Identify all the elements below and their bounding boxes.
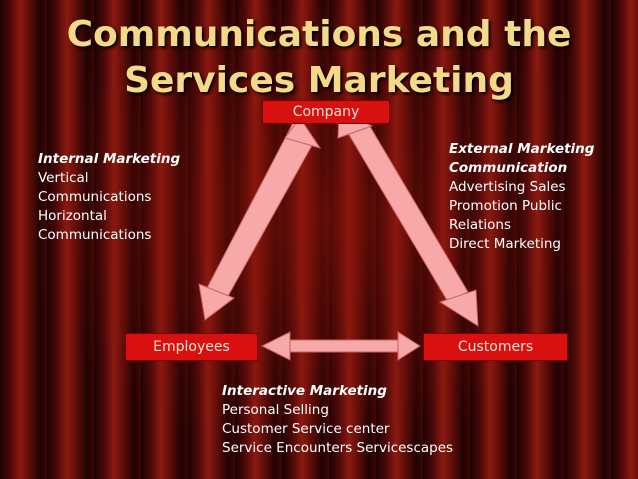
external-line: Relations: [449, 217, 511, 233]
internal-line: Horizontal: [38, 208, 107, 224]
arrow-employees-customers: [260, 331, 421, 361]
interactive-line: Customer Service center: [222, 421, 390, 437]
external-line: Direct Marketing: [449, 236, 561, 252]
internal-line: Communications: [38, 189, 152, 205]
external-line: Advertising Sales: [449, 179, 566, 195]
internal-marketing-heading: Internal Marketing: [38, 151, 181, 167]
node-company: Company: [262, 100, 390, 124]
slide-title-line-1: Communications and the: [66, 14, 572, 55]
interactive-line: Service Encounters Servicescapes: [222, 440, 454, 456]
interactive-marketing-label: Interactive Marketing Personal Selling C…: [222, 382, 453, 458]
node-customers: Customers: [423, 333, 568, 361]
interactive-marketing-heading: Interactive Marketing: [222, 383, 387, 399]
node-employees: Employees: [125, 333, 258, 361]
internal-line: Vertical: [38, 170, 89, 186]
external-marketing-heading-2: Communication: [449, 160, 568, 176]
slide-title-line-2: Services Marketing: [124, 60, 514, 101]
external-line: Promotion Public: [449, 198, 562, 214]
external-marketing-heading-1: External Marketing: [449, 141, 595, 157]
arrow-company-customers: [337, 110, 479, 327]
arrow-company-employees: [198, 117, 322, 321]
interactive-line: Personal Selling: [222, 402, 329, 418]
internal-marketing-label: Internal Marketing Vertical Communicatio…: [38, 150, 180, 245]
internal-line: Communications: [38, 227, 152, 243]
external-marketing-label: External Marketing Communication Adverti…: [449, 140, 594, 254]
